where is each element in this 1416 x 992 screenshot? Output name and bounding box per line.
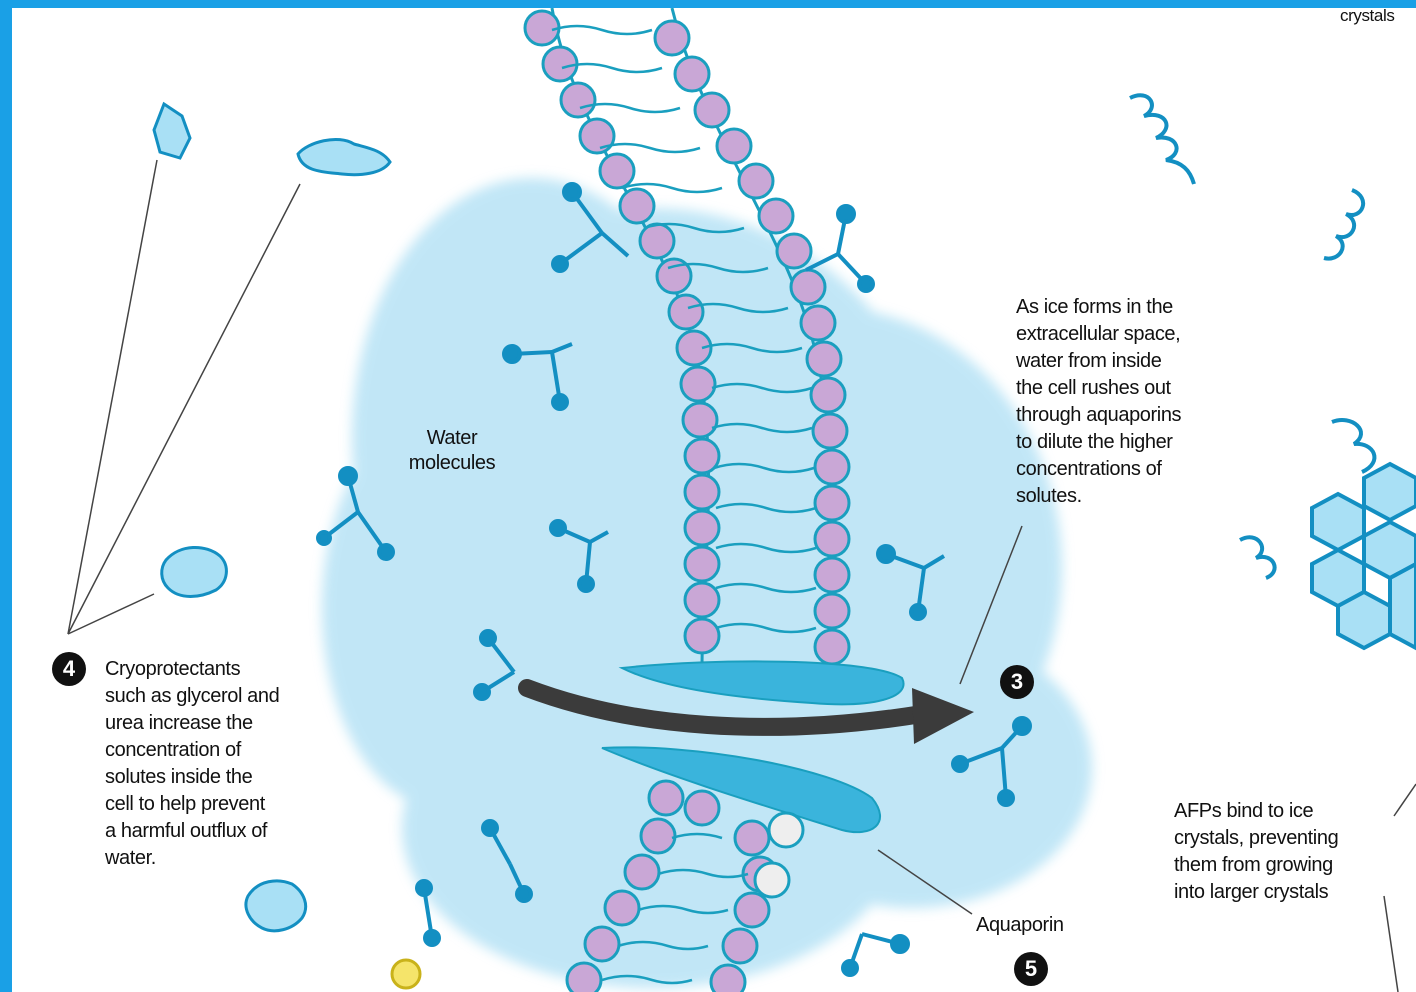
step-four-marker: 4 xyxy=(52,652,86,686)
crystals-fragment-label: crystals xyxy=(1340,8,1394,29)
afps-annotation: AFPs bind to ice crystals, preventing th… xyxy=(1174,798,1414,906)
aquaporin-label: Aquaporin xyxy=(976,912,1064,939)
solute-molecule xyxy=(392,960,420,988)
step-three-marker: 3 xyxy=(1000,665,1034,699)
water-molecules-label: Water molecules xyxy=(382,426,522,476)
step-five-marker: 5 xyxy=(1014,952,1048,986)
ice-forms-annotation: As ice forms in the extracellular space,… xyxy=(1016,294,1276,510)
diagram-canvas: crystals Water molecules As ice forms in… xyxy=(12,8,1416,992)
ice-crystal-lattice xyxy=(1312,464,1416,648)
cryoprotectants-annotation: Cryoprotectants such as glycerol and ure… xyxy=(105,656,365,872)
